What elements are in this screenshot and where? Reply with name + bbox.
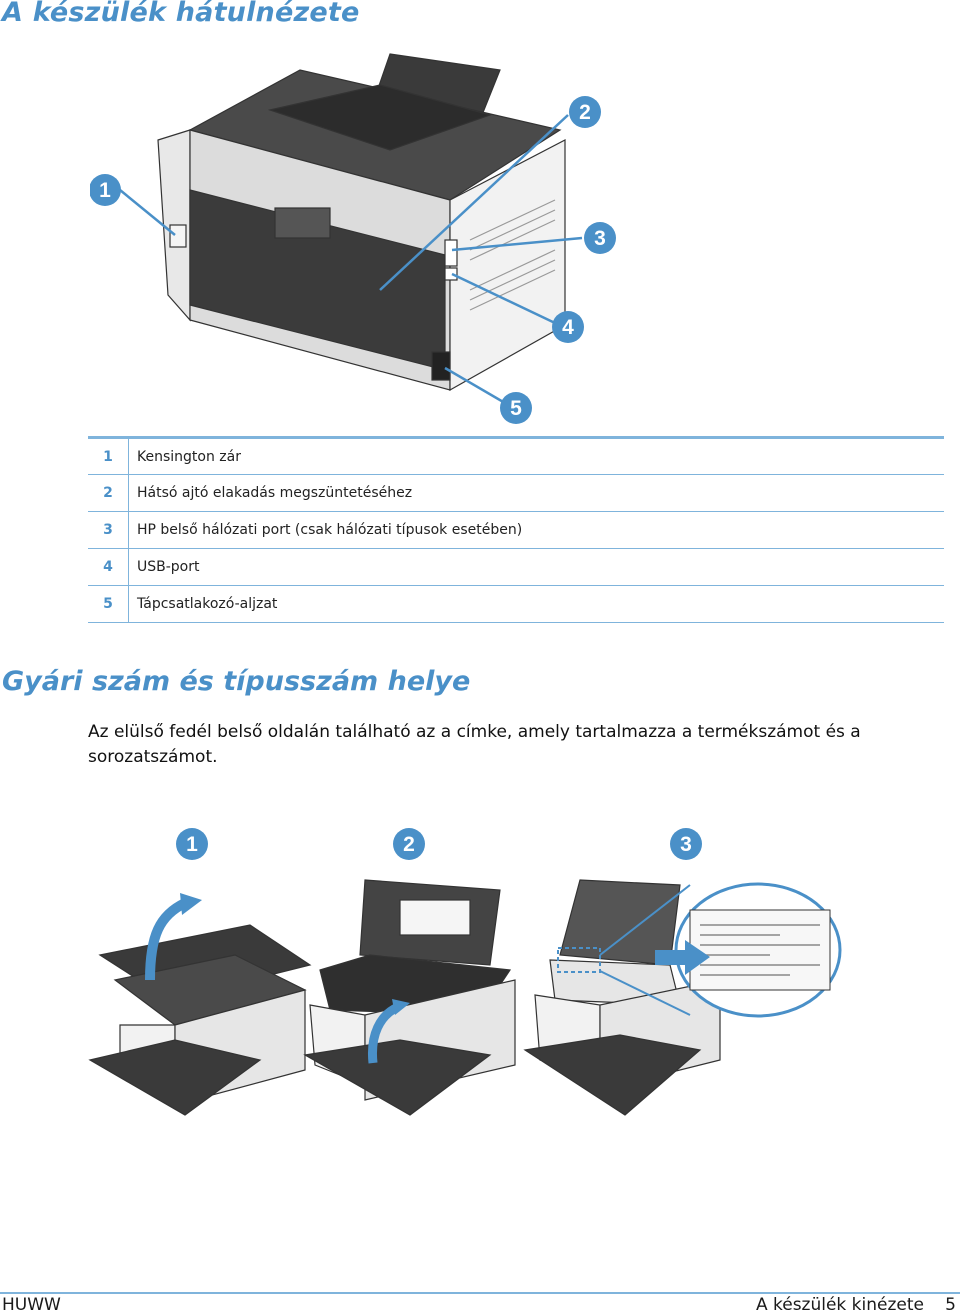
part-number: 2 xyxy=(88,474,129,512)
step-label-1: 1 xyxy=(186,833,198,856)
page-title: A készülék hátulnézete xyxy=(2,0,360,28)
part-description: Kensington zár xyxy=(128,436,944,475)
footer-left: HUWW xyxy=(2,1295,61,1315)
page-number: 5 xyxy=(945,1295,956,1315)
callout-3: 3 xyxy=(594,227,606,250)
part-number: 3 xyxy=(88,511,129,549)
callout-1: 1 xyxy=(99,179,111,202)
page-footer: HUWW A készülék kinézete 5 xyxy=(0,1292,960,1316)
serial-number-steps-illustration: 1 2 3 xyxy=(88,828,842,1116)
part-description: USB-port xyxy=(128,548,944,586)
section-title: Gyári szám és típusszám helye xyxy=(2,666,471,697)
part-description: HP belső hálózati port (csak hálózati tí… xyxy=(128,511,944,549)
section-paragraph: Az elülső fedél belső oldalán található … xyxy=(88,722,861,767)
callout-2: 2 xyxy=(579,101,591,124)
footer-section: A készülék kinézete xyxy=(755,1295,924,1315)
step-label-3: 3 xyxy=(680,833,692,856)
part-description: Hátsó ajtó elakadás megszüntetéséhez xyxy=(128,474,944,512)
part-number: 4 xyxy=(88,548,129,586)
callout-4: 4 xyxy=(562,316,574,339)
part-number: 1 xyxy=(88,436,129,475)
printer-rear-illustration: 1 2 3 4 5 xyxy=(90,53,616,424)
callout-5: 5 xyxy=(510,397,522,420)
step-label-2: 2 xyxy=(403,833,415,856)
part-number: 5 xyxy=(88,585,129,623)
part-description: Tápcsatlakozó-aljzat xyxy=(128,585,944,623)
